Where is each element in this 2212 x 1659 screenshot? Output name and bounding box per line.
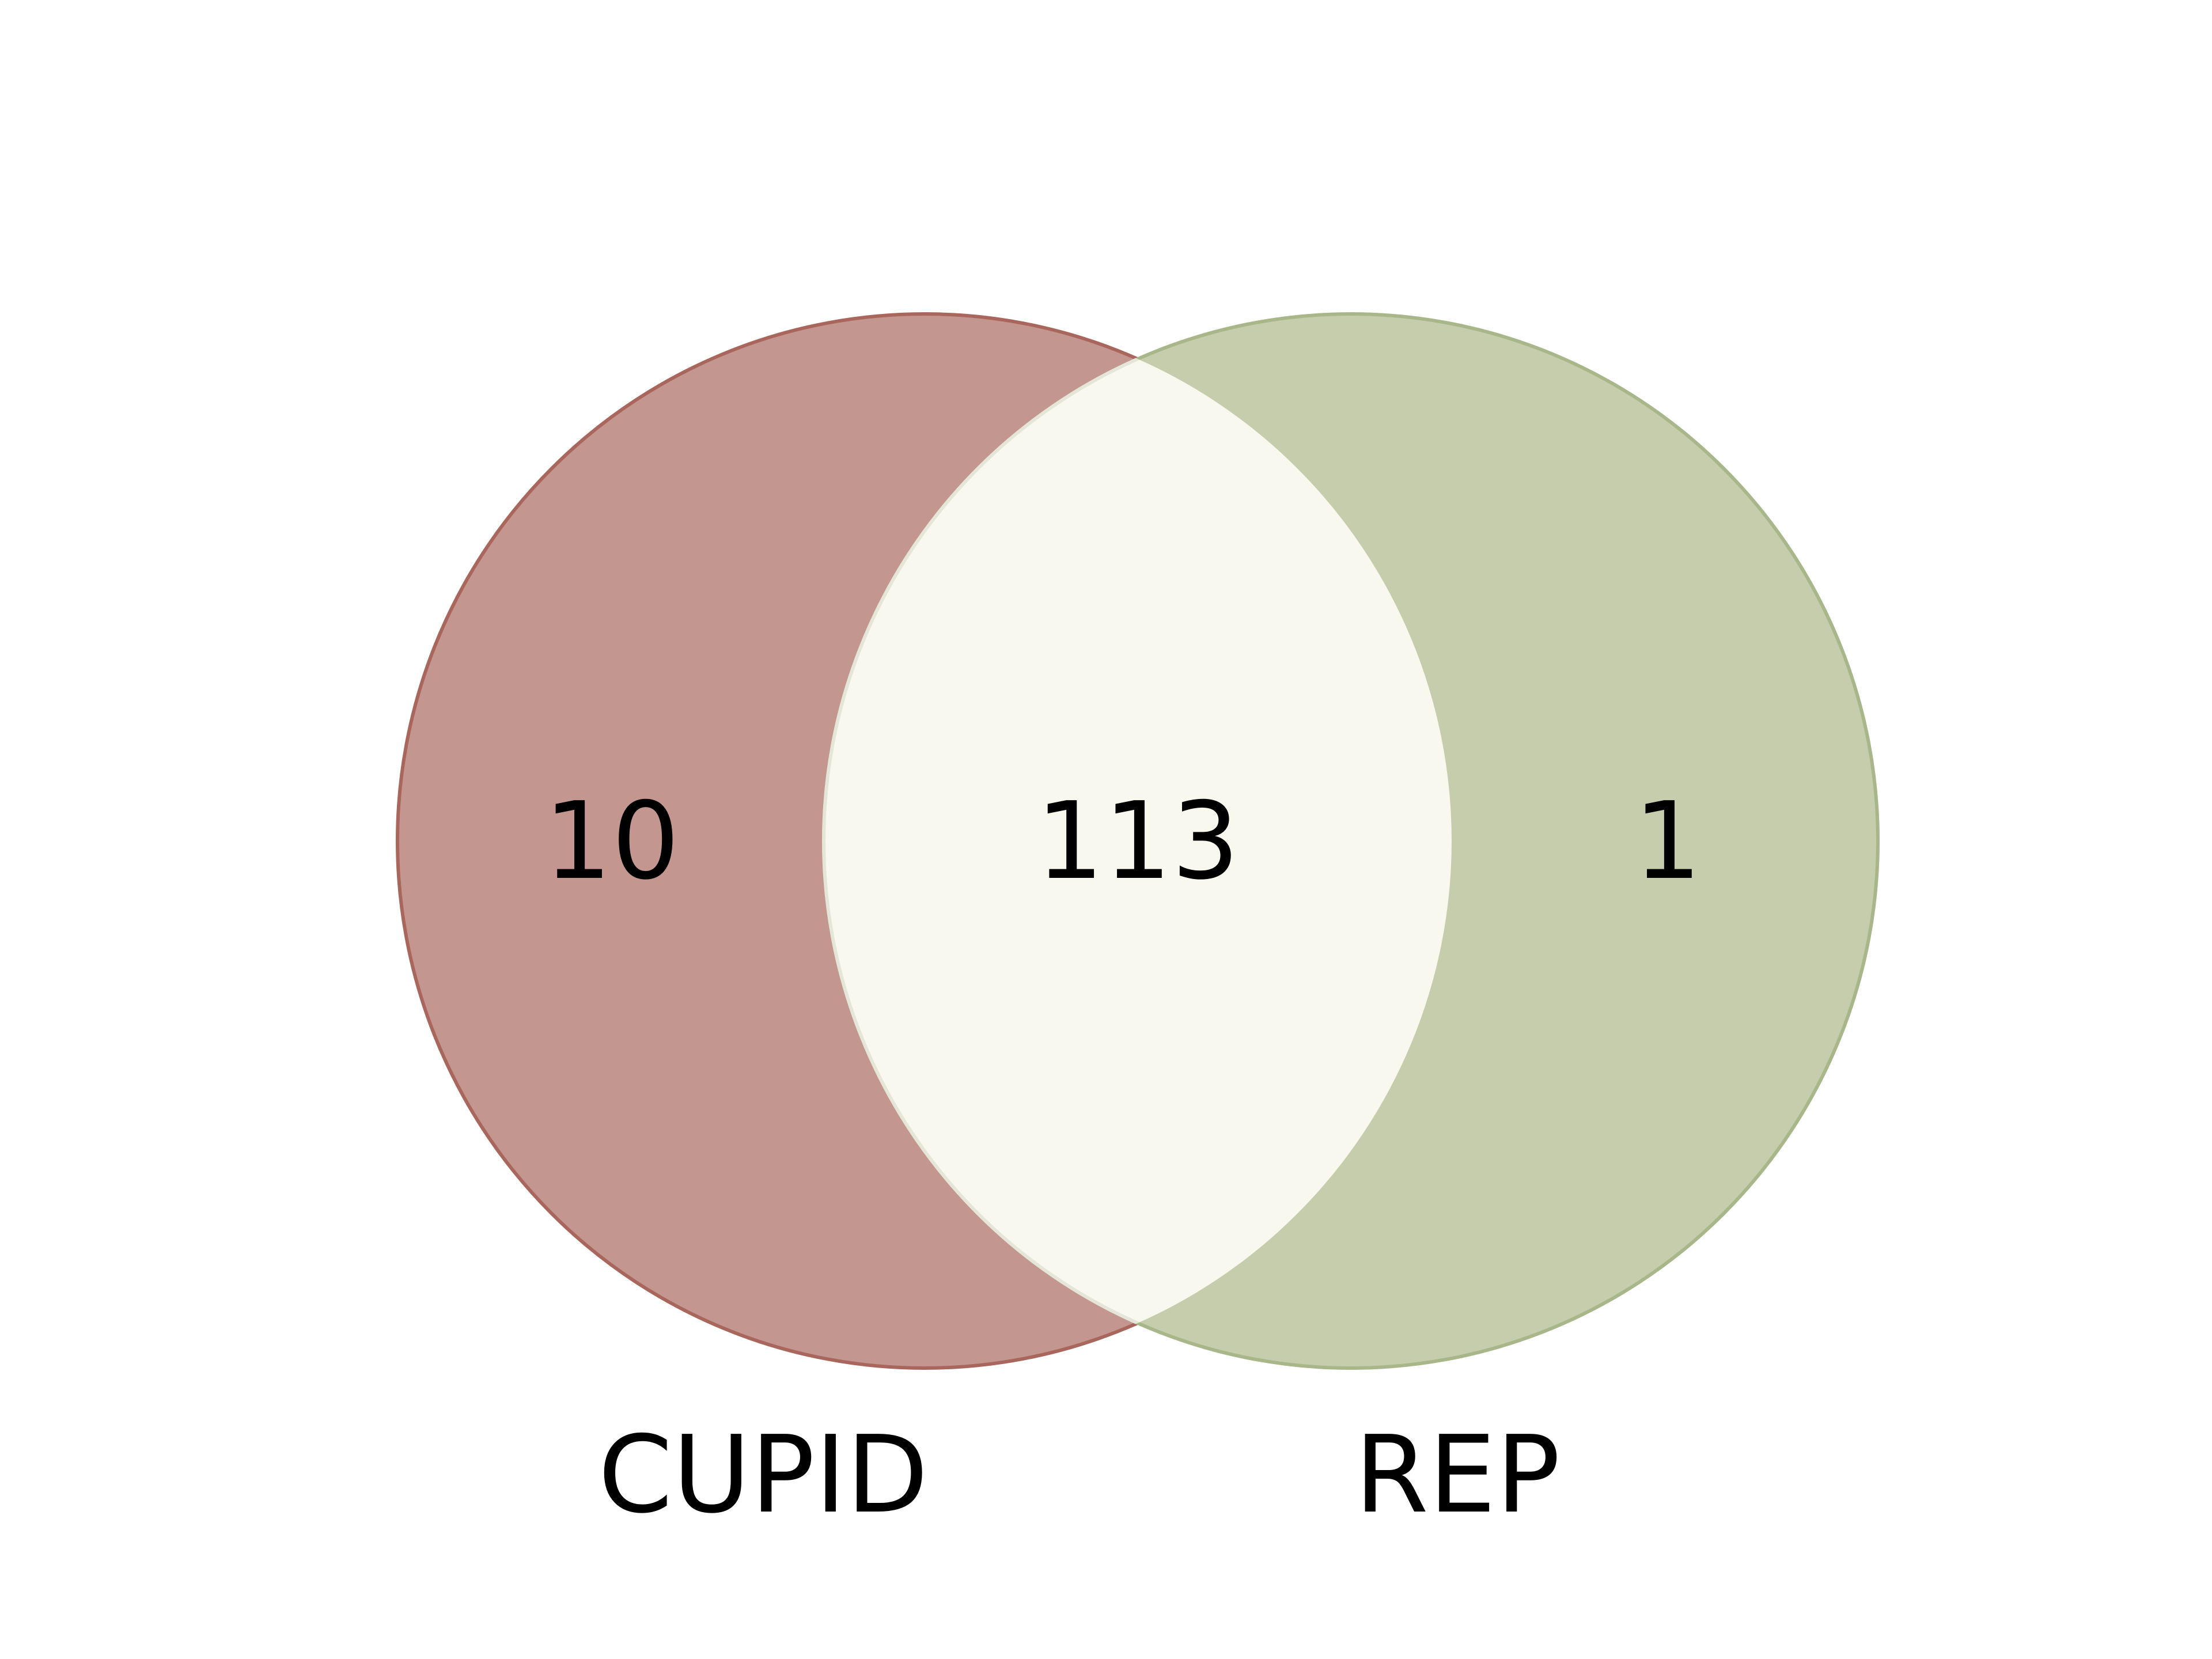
set-rep-label: REP	[1355, 1412, 1560, 1537]
intersection-count: 113	[1036, 779, 1239, 903]
set-cupid-label: CUPID	[598, 1412, 928, 1537]
intersection-region	[822, 314, 1452, 1368]
cupid-only-count: 10	[544, 779, 679, 903]
rep-only-count: 1	[1634, 779, 1702, 903]
